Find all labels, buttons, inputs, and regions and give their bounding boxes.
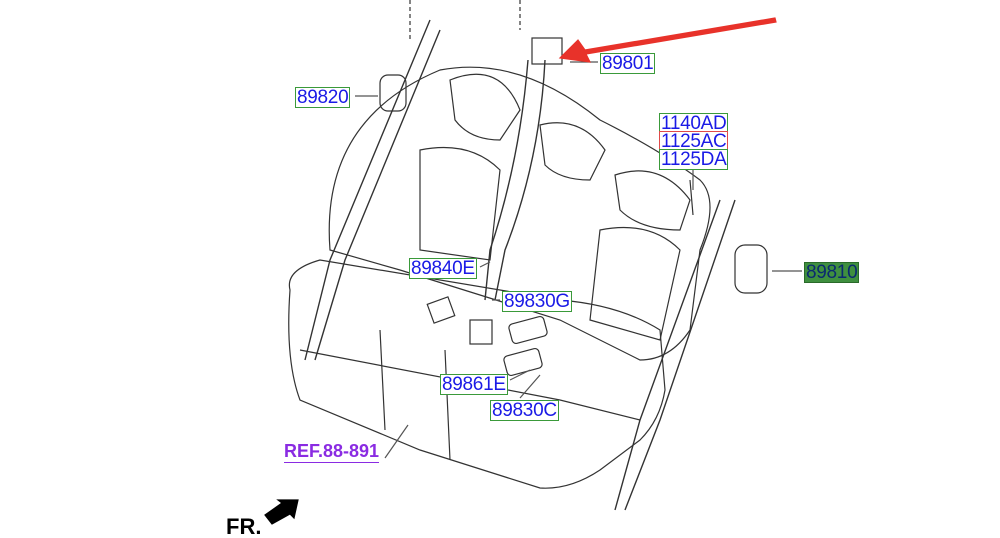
part-label-1125DA[interactable]: 1125DA <box>659 149 729 170</box>
part-label-89810[interactable]: 89810 <box>804 262 860 283</box>
front-direction-label: FR. <box>226 514 262 538</box>
part-label-89801[interactable]: 89801 <box>600 53 656 74</box>
part-label-89830G[interactable]: 89830G <box>502 291 572 312</box>
seat-cushion <box>288 259 666 489</box>
part-label-89840E[interactable]: 89840E <box>409 258 477 279</box>
part-label-89861E[interactable]: 89861E <box>440 374 508 395</box>
retractor-left <box>379 74 407 112</box>
reference-link[interactable]: REF.88-891 <box>284 441 380 463</box>
part-label-89830C[interactable]: 89830C <box>490 400 559 421</box>
retractor-right <box>734 244 768 294</box>
part-label-1140AD[interactable]: 1140AD <box>659 113 729 134</box>
highlight-arrow-icon <box>558 17 777 63</box>
front-direction-arrow-icon <box>264 499 299 525</box>
part-label-89820[interactable]: 89820 <box>295 87 351 108</box>
center-anchor <box>531 37 563 65</box>
